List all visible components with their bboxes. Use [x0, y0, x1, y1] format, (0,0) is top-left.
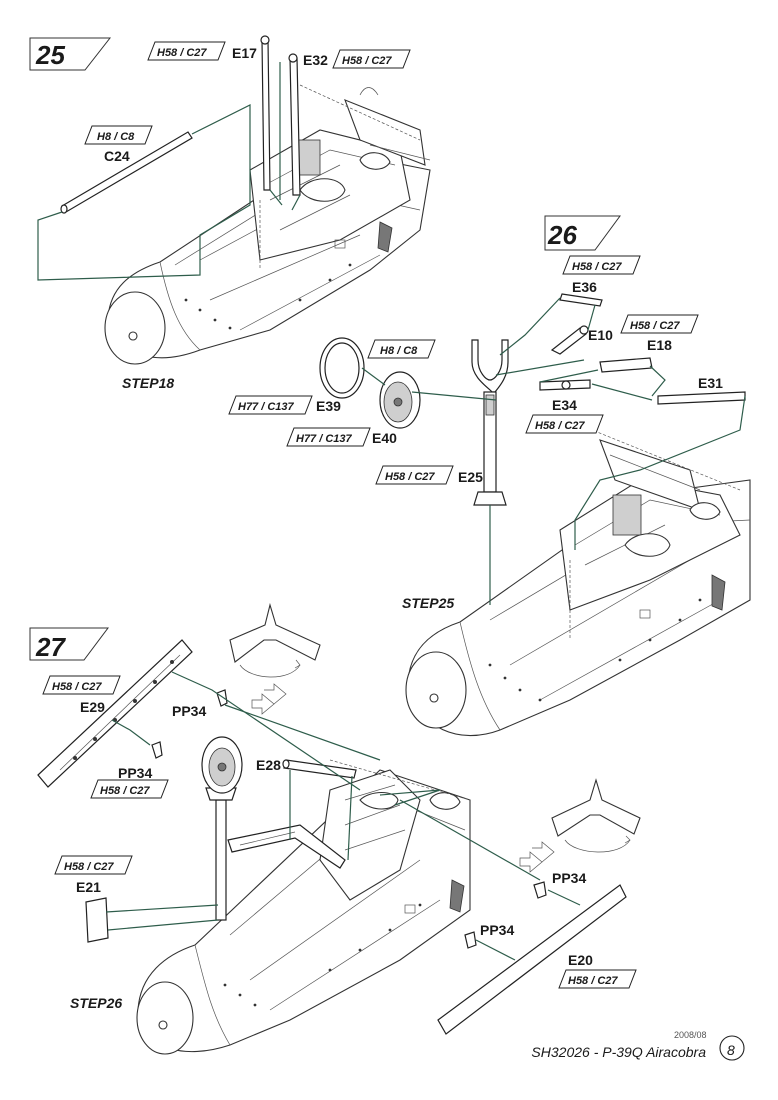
step-27: 27 [29, 602, 641, 1055]
label-e29: E29 [80, 699, 105, 715]
paint-code-e29: H58 / C27 [52, 681, 102, 693]
paint-code-e17: H58 / C27 [157, 47, 207, 59]
step-26-number: 26 [547, 220, 577, 250]
fuselage-nose-step25 [104, 84, 431, 365]
step-25-number: 25 [35, 40, 65, 70]
footer: 2008/08 SH32026 - P-39Q Airacobra 8 [531, 1030, 745, 1061]
fuselage-nose-step27 [136, 759, 471, 1055]
paint-code-e36: H58 / C27 [572, 261, 622, 273]
label-c24: C24 [104, 148, 130, 164]
paint-code-e34: H58 / C27 [535, 420, 585, 432]
label-e20: E20 [568, 952, 593, 968]
label-e25: E25 [458, 469, 483, 485]
paint-code-c24: H8 / C8 [97, 131, 135, 143]
step-25-badge [29, 37, 112, 71]
paint-code-e21: H58 / C27 [64, 861, 114, 873]
label-pp34-left: PP34 [118, 765, 152, 781]
label-e39: E39 [316, 398, 341, 414]
paint-code-e32: H58 / C27 [342, 55, 392, 67]
label-e32: E32 [303, 52, 328, 68]
label-e34: E34 [552, 397, 577, 413]
part-pp34-top [216, 689, 228, 707]
footer-title: SH32026 - P-39Q Airacobra [531, 1044, 706, 1060]
fuselage-nose-step26 [405, 424, 751, 737]
label-e21: E21 [76, 879, 101, 895]
label-e10: E10 [588, 327, 613, 343]
rotate-arrow-icon-bottom [519, 841, 555, 873]
rotate-icon-bottom [551, 778, 641, 853]
paint-code-e40: H77 / C137 [296, 433, 353, 445]
step-26: 26 [228, 215, 751, 737]
label-pp34-right: PP34 [552, 870, 586, 886]
step-27-number: 27 [35, 632, 66, 662]
label-e18: E18 [647, 337, 672, 353]
part-e18 [599, 357, 653, 373]
part-e36 [559, 293, 603, 307]
part-pp34-right [533, 881, 547, 899]
part-e31 [657, 391, 746, 405]
part-e17 [261, 39, 271, 191]
reference-step25: STEP25 [402, 595, 454, 611]
part-landing-gear-assembly [201, 736, 346, 921]
part-e29 [37, 639, 193, 788]
part-pp34-bottom [464, 931, 477, 949]
part-e20 [437, 884, 627, 1035]
paint-code-pp34: H58 / C27 [100, 785, 150, 797]
part-c24-end [60, 204, 68, 214]
part-pp34-left [151, 741, 163, 759]
step-26-badge [544, 215, 621, 251]
part-e40 [379, 371, 421, 429]
paint-code-e25: H58 / C27 [385, 471, 435, 483]
reference-step26: STEP26 [70, 995, 122, 1011]
part-e21 [85, 897, 109, 943]
label-e36: E36 [572, 279, 597, 295]
label-e28: E28 [256, 757, 281, 773]
part-e39 [319, 337, 365, 399]
reference-step18: STEP18 [122, 375, 174, 391]
step-25: 25 [29, 35, 431, 391]
paint-code-e39: H77 / C137 [238, 401, 295, 413]
page-number: 8 [727, 1042, 735, 1058]
rotate-arrow-icon-top [251, 683, 287, 715]
part-e25 [471, 339, 509, 506]
label-e31: E31 [698, 375, 723, 391]
label-pp34-bottom: PP34 [480, 922, 514, 938]
label-e40: E40 [372, 430, 397, 446]
rotate-icon-top [229, 602, 321, 678]
paint-code-e20: H58 / C27 [568, 975, 618, 987]
paint-code-e40-top: H8 / C8 [380, 345, 418, 357]
footer-date: 2008/08 [674, 1030, 707, 1040]
label-e17: E17 [232, 45, 257, 61]
label-pp34-top: PP34 [172, 703, 206, 719]
page-number-badge [719, 1035, 745, 1061]
step-27-badge [29, 627, 109, 661]
paint-code-e18: H58 / C27 [630, 320, 680, 332]
